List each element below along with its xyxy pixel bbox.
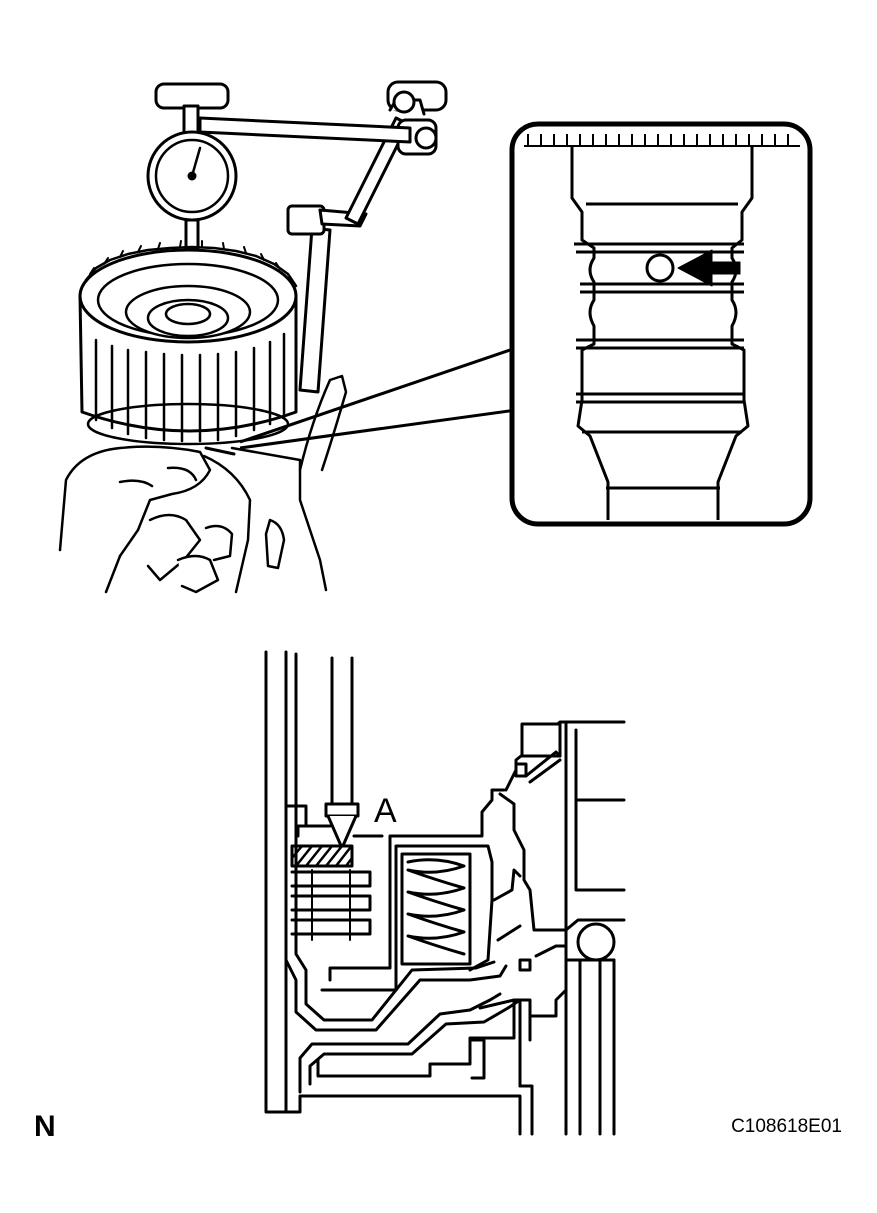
detail-inset	[509, 121, 813, 527]
return-spring	[400, 852, 472, 966]
scale-ticks	[524, 134, 800, 147]
clutch-plate-a	[290, 844, 354, 868]
indicator-stand	[198, 80, 448, 394]
clutch-disc-stack	[290, 869, 372, 941]
figure-code: C108618E01	[731, 1116, 842, 1137]
piston-profile	[570, 146, 754, 520]
callout-label-a: A	[374, 792, 397, 830]
arrow-left-icon	[677, 249, 741, 287]
technician-hands	[58, 374, 348, 594]
dial-indicator-illustration	[58, 80, 448, 594]
check-ball	[645, 253, 675, 283]
clutch-drum	[78, 240, 298, 446]
dial-gauge	[146, 82, 238, 268]
detail-leader-lines	[239, 346, 517, 450]
corner-mark: N	[34, 1110, 56, 1143]
o-ring	[576, 922, 616, 962]
clutch-section-drawing	[264, 650, 626, 1136]
indicator-probe	[324, 656, 360, 850]
